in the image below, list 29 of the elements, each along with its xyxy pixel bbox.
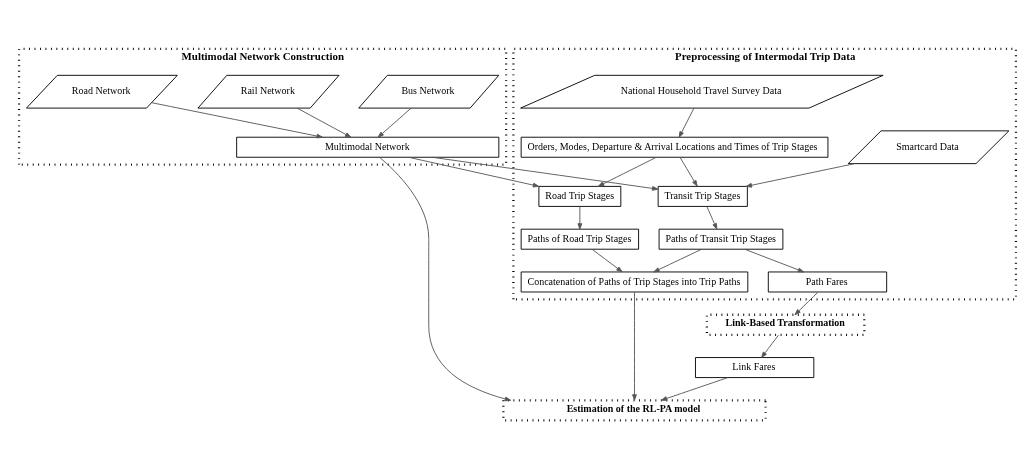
node-box: Road Trip Stages — [538, 185, 622, 207]
arrow — [597, 156, 657, 187]
arrow — [296, 107, 352, 138]
node-box: Paths of Transit Trip Stages — [658, 228, 784, 250]
arrow — [794, 291, 819, 315]
arrow — [377, 107, 412, 138]
arrow — [379, 156, 512, 401]
arrow — [591, 248, 623, 272]
arrow — [431, 156, 659, 191]
node-box: Path Fares — [767, 271, 888, 292]
node-box: Orders, Modes, Departure & Arrival Locations and Times of Trip Stages — [520, 136, 829, 158]
node-box: Paths of Road Trip Stages — [520, 228, 640, 250]
arrow — [660, 376, 729, 401]
node-box: Multimodal Network — [236, 136, 500, 158]
arrow — [577, 205, 583, 230]
node-box: Concatenation of Paths of Trip Stages into Trip Paths — [520, 271, 749, 292]
node-box: Transit Trip Stages — [657, 185, 748, 207]
arrow — [151, 101, 323, 138]
arrow — [678, 107, 695, 138]
arrow — [706, 205, 718, 230]
arrow — [653, 248, 702, 272]
node-box: Link-Based Transformation — [705, 313, 866, 336]
arrow — [761, 334, 779, 358]
arrow — [744, 248, 805, 272]
arrow — [632, 291, 637, 401]
arrow — [679, 156, 698, 187]
arrow — [745, 162, 856, 188]
arrow — [408, 156, 540, 187]
node-box: Link Fares — [695, 356, 815, 378]
